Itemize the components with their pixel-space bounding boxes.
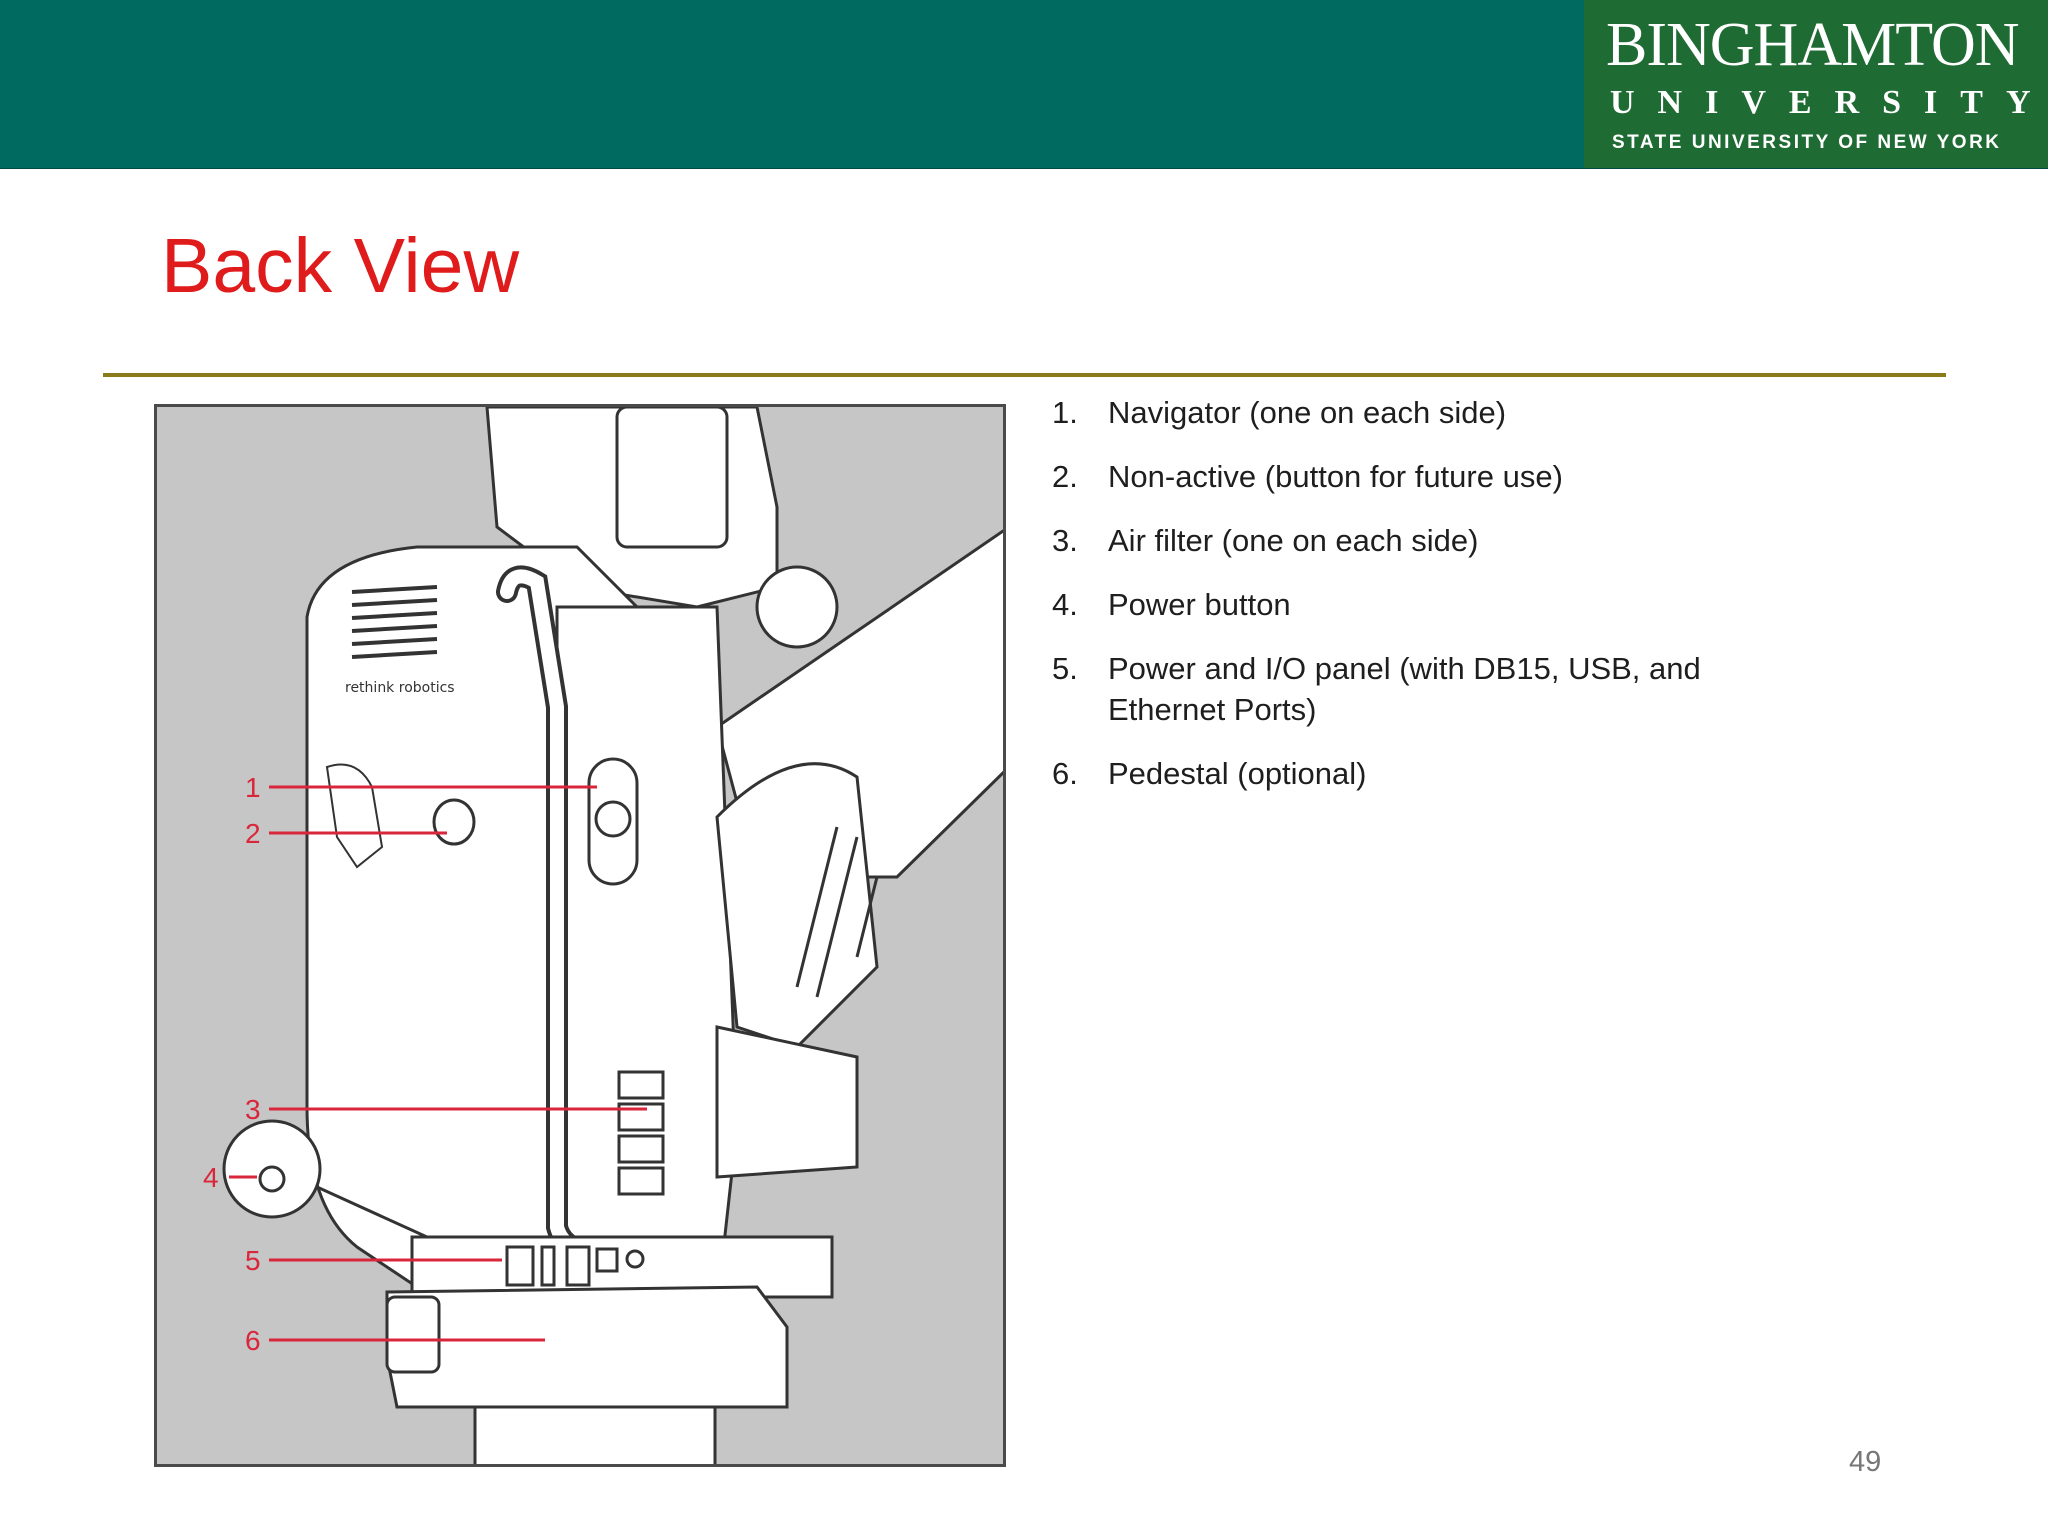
callout-6: 6 bbox=[245, 1325, 261, 1356]
pedestal-handle bbox=[385, 1295, 441, 1374]
list-number: 1. bbox=[1052, 395, 1078, 430]
torso-core bbox=[555, 605, 739, 1309]
feature-list: 1. Navigator (one on each side) 2. Non-a… bbox=[1052, 392, 1752, 817]
callout-lines bbox=[229, 785, 647, 1342]
list-number: 2. bbox=[1052, 459, 1078, 494]
university-logo: BINGHAMTON UNIVERSITY STATE UNIVERSITY O… bbox=[1584, 0, 2048, 168]
shoulder-joint bbox=[755, 565, 839, 649]
side-navigator bbox=[325, 763, 384, 869]
list-number: 4. bbox=[1052, 587, 1078, 622]
callout-4: 4 bbox=[203, 1162, 219, 1193]
list-item: 4. Power button bbox=[1052, 584, 1752, 625]
brand-mark: rethink robotics bbox=[345, 680, 455, 696]
waist-band bbox=[715, 1025, 859, 1179]
callout-2: 2 bbox=[245, 818, 261, 849]
page-number: 49 bbox=[1849, 1446, 1882, 1478]
callout-1: 1 bbox=[245, 772, 261, 803]
zoom-leader bbox=[316, 1185, 428, 1239]
list-text: Non-active (button for future use) bbox=[1108, 459, 1563, 494]
power-icon bbox=[258, 1165, 286, 1193]
air-filter bbox=[617, 1070, 665, 1196]
list-text: Power button bbox=[1108, 587, 1291, 622]
list-item: 1. Navigator (one on each side) bbox=[1052, 392, 1752, 433]
list-item: 5. Power and I/O panel (with DB15, USB, … bbox=[1052, 648, 1748, 730]
power-button-zoom bbox=[222, 1119, 322, 1219]
callout-5: 5 bbox=[245, 1245, 261, 1276]
slide-title: Back View bbox=[161, 223, 520, 309]
pedestal-base bbox=[385, 1285, 789, 1409]
callout-3: 3 bbox=[245, 1094, 261, 1125]
list-item: 3. Air filter (one on each side) bbox=[1052, 520, 1752, 561]
list-number: 5. bbox=[1052, 651, 1078, 686]
io-ports bbox=[505, 1245, 645, 1287]
list-item: 6. Pedestal (optional) bbox=[1052, 753, 1752, 794]
robot-illustration: rethink robotics bbox=[203, 407, 1003, 1464]
list-text: Pedestal (optional) bbox=[1108, 756, 1367, 791]
robot-back-view-figure: rethink robotics bbox=[154, 404, 1006, 1467]
title-divider bbox=[103, 373, 1946, 377]
logo-wordmark: BINGHAMTON bbox=[1606, 11, 2020, 79]
list-text: Navigator (one on each side) bbox=[1108, 395, 1507, 430]
navigator-wheel bbox=[594, 800, 632, 838]
list-text: Power and I/O panel (with DB15, USB, and… bbox=[1108, 651, 1701, 727]
arm-wrist bbox=[715, 762, 879, 1049]
vent-grille bbox=[351, 585, 438, 659]
list-item: 2. Non-active (button for future use) bbox=[1052, 456, 1752, 497]
list-number: 3. bbox=[1052, 523, 1078, 558]
list-number: 6. bbox=[1052, 756, 1078, 791]
logo-university: UNIVERSITY bbox=[1610, 84, 2048, 121]
io-panel bbox=[410, 1235, 834, 1299]
list-text: Air filter (one on each side) bbox=[1108, 523, 1479, 558]
gripper-spring bbox=[795, 826, 879, 998]
head-screen bbox=[615, 407, 729, 549]
logo-tagline: STATE UNIVERSITY OF NEW YORK bbox=[1612, 132, 2002, 153]
non-active-button bbox=[432, 798, 476, 846]
